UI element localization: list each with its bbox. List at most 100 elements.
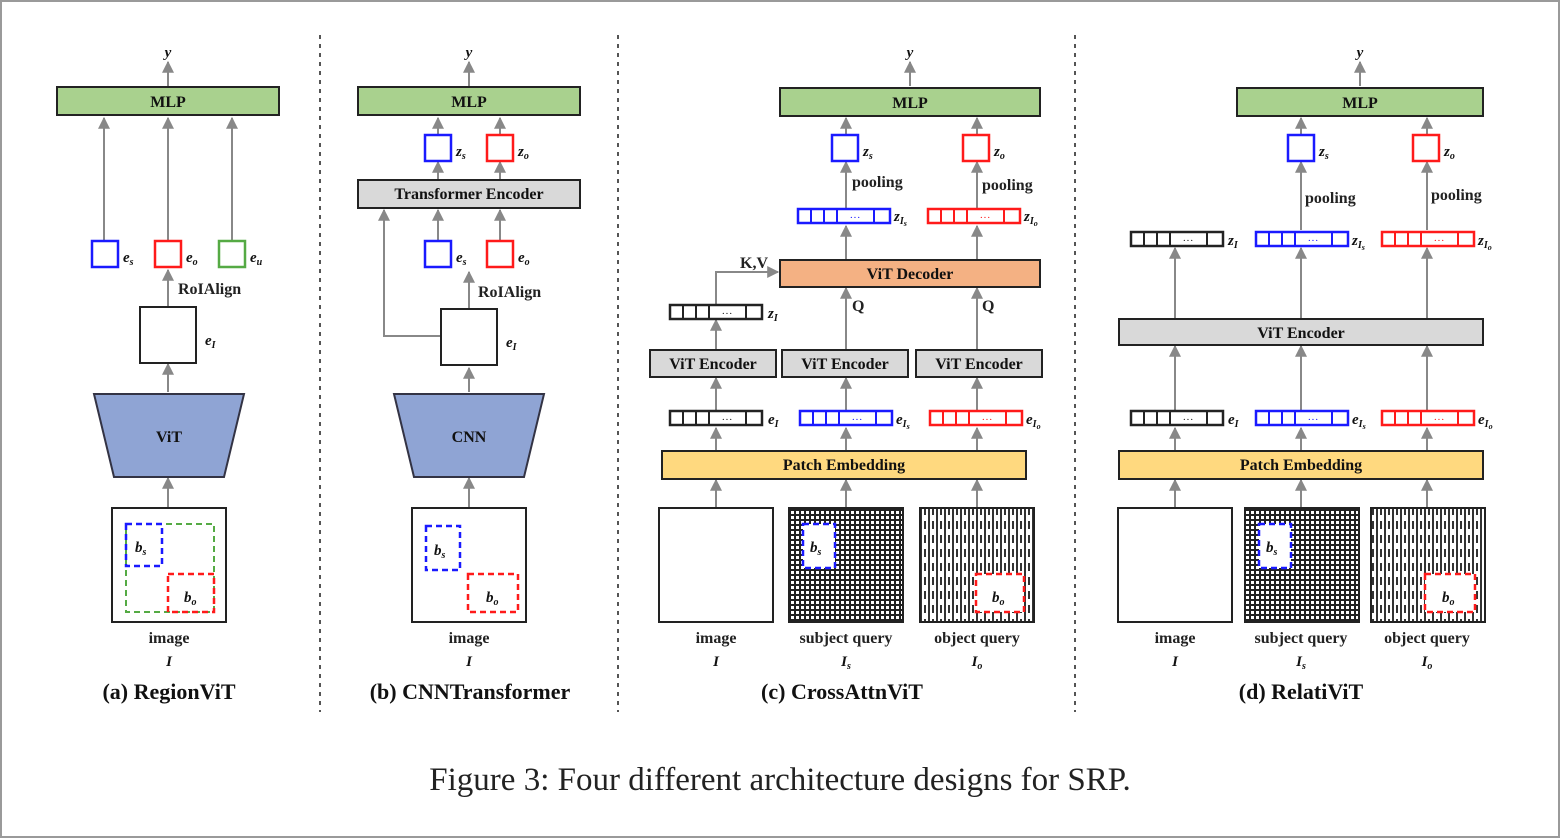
mlp-box-d xyxy=(1236,87,1484,117)
panel-a: y MLP es eo eu RoIAlign eI ViT bs bo ima… xyxy=(56,45,280,704)
svg-text:Io: Io xyxy=(971,654,983,672)
svg-text:Q: Q xyxy=(852,298,864,315)
object-box-a xyxy=(166,572,216,614)
subject-token-b xyxy=(423,133,453,163)
svg-text:eo: eo xyxy=(518,250,530,268)
svg-text:zI: zI xyxy=(767,306,779,324)
svg-text:bo: bo xyxy=(486,590,499,608)
svg-text:zI: zI xyxy=(1227,233,1239,251)
roialign-label-a: RoIAlign xyxy=(178,281,241,298)
svg-text:MLP: MLP xyxy=(892,95,928,112)
subject-token-a xyxy=(90,239,120,269)
svg-text:K,V: K,V xyxy=(740,255,768,272)
svg-text:bo: bo xyxy=(992,590,1005,608)
vit-encoder-2-c xyxy=(781,349,909,378)
subject-feat-b xyxy=(423,239,453,269)
token-row-zI-d: ··· xyxy=(1129,230,1225,248)
svg-text:ViT Encoder: ViT Encoder xyxy=(935,356,1023,373)
svg-text:Patch Embedding: Patch Embedding xyxy=(783,457,905,474)
union-box-a xyxy=(125,523,215,613)
svg-text:eIs: eIs xyxy=(896,412,910,431)
svg-text:ViT Encoder: ViT Encoder xyxy=(669,356,757,373)
svg-text:MLP: MLP xyxy=(451,94,487,111)
svg-text:···: ··· xyxy=(1434,235,1445,247)
svg-text:···: ··· xyxy=(852,414,863,426)
svg-text:object query: object query xyxy=(1384,630,1470,647)
svg-text:subject query: subject query xyxy=(800,630,893,647)
svg-text:Q: Q xyxy=(982,298,994,315)
svg-text:MLP: MLP xyxy=(1342,95,1378,112)
svg-text:···: ··· xyxy=(1183,414,1194,426)
feature-map-b xyxy=(440,308,498,366)
token-row-eIs-d: ··· xyxy=(1254,409,1350,427)
svg-text:image: image xyxy=(449,630,490,647)
subject-box-a xyxy=(124,522,164,568)
mlp-box-a xyxy=(56,86,280,116)
panel-title-d: (d) RelatiViT xyxy=(1239,679,1364,704)
mlp-label-a: MLP xyxy=(150,94,186,111)
svg-text:es: es xyxy=(456,250,467,268)
image-label-a: image xyxy=(149,630,190,647)
vit-decoder-c xyxy=(779,259,1041,288)
token-row-zIo-d: ··· xyxy=(1380,230,1476,248)
svg-text:y: y xyxy=(464,45,473,61)
svg-text:Transformer Encoder: Transformer Encoder xyxy=(394,186,543,203)
svg-text:pooling: pooling xyxy=(1431,187,1482,204)
svg-text:RoIAlign: RoIAlign xyxy=(478,284,541,301)
svg-text:ViT Encoder: ViT Encoder xyxy=(1257,325,1345,342)
svg-text:I: I xyxy=(712,654,720,670)
cnn-backbone-b xyxy=(392,393,546,478)
svg-text:bo: bo xyxy=(1442,590,1455,608)
svg-text:image: image xyxy=(1155,630,1196,647)
svg-text:···: ··· xyxy=(1183,235,1194,247)
es-label-a: es xyxy=(123,250,134,268)
token-row-eIo-d: ··· xyxy=(1380,409,1476,427)
token-row-zIo-c: ··· xyxy=(926,207,1022,225)
panel-title-a: (a) RegionViT xyxy=(102,679,235,704)
svg-text:···: ··· xyxy=(722,414,733,426)
patch-embedding-c xyxy=(661,450,1027,480)
mlp-box-b xyxy=(357,86,581,116)
svg-text:bs: bs xyxy=(1266,540,1278,558)
svg-text:zo: zo xyxy=(1443,144,1455,162)
kv-connection-c xyxy=(715,266,780,304)
svg-text:eI: eI xyxy=(506,335,518,353)
svg-text:I: I xyxy=(465,654,473,670)
skip-connection-b xyxy=(378,208,440,337)
feat-label-a: eI xyxy=(205,333,217,351)
svg-text:ViT Decoder: ViT Decoder xyxy=(867,266,954,283)
svg-text:Is: Is xyxy=(840,654,851,672)
svg-text:I: I xyxy=(1171,654,1179,670)
token-row-eI-d: ··· xyxy=(1129,409,1225,427)
vit-encoder-d xyxy=(1118,318,1484,346)
svg-text:CNN: CNN xyxy=(452,429,487,446)
svg-text:object query: object query xyxy=(934,630,1020,647)
svg-text:zIo: zIo xyxy=(1477,233,1492,252)
output-y-a: y xyxy=(163,45,172,61)
vit-encoder-1-c xyxy=(649,349,777,378)
panel-title-b: (b) CNNTransformer xyxy=(370,679,571,704)
svg-text:···: ··· xyxy=(1308,414,1319,426)
eo-label-a: eo xyxy=(186,250,198,268)
svg-text:pooling: pooling xyxy=(982,177,1033,194)
token-row-eI-c: ··· xyxy=(668,409,764,427)
vit-encoder-3-c xyxy=(915,349,1043,378)
svg-text:bs: bs xyxy=(434,543,446,561)
union-token-a xyxy=(217,239,247,269)
svg-text:bs: bs xyxy=(810,540,822,558)
svg-text:···: ··· xyxy=(982,414,993,426)
panel-c: y MLP zs zo pooling pooling ··· zIs ··· … xyxy=(649,45,1043,704)
svg-text:ViT Encoder: ViT Encoder xyxy=(801,356,889,373)
panel-title-c: (c) CrossAttnViT xyxy=(761,679,923,704)
svg-text:···: ··· xyxy=(1308,235,1319,247)
object-token-b xyxy=(485,133,515,163)
svg-text:···: ··· xyxy=(1434,414,1445,426)
vit-label-a: ViT xyxy=(156,429,182,446)
svg-text:···: ··· xyxy=(850,212,861,224)
svg-text:zo: zo xyxy=(993,144,1005,162)
svg-text:zs: zs xyxy=(862,144,873,162)
token-row-eIs-c: ··· xyxy=(798,409,894,427)
figure-caption: Figure 3: Four different architecture de… xyxy=(429,762,1131,798)
image-var-a: I xyxy=(165,654,173,670)
